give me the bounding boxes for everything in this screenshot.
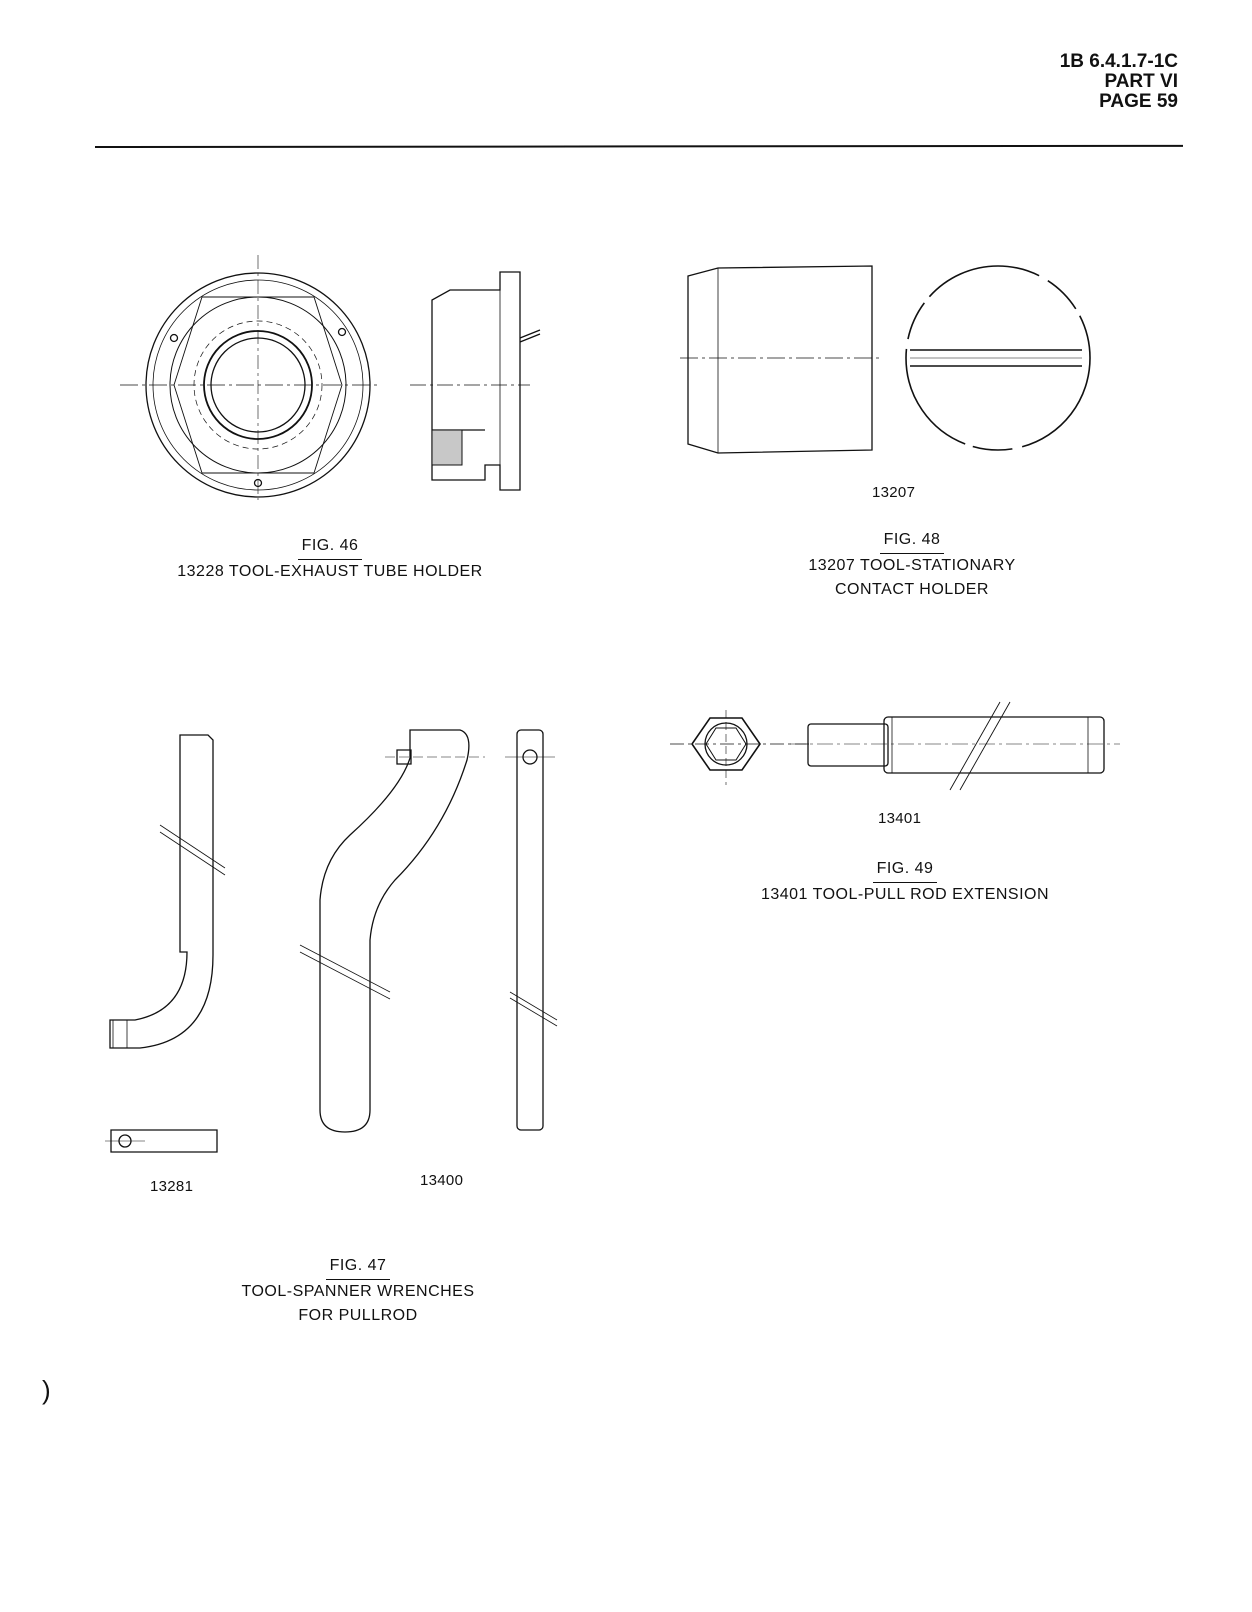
fig47-drawing bbox=[105, 720, 575, 1150]
fig49-label: FIG. 49 bbox=[873, 857, 938, 883]
fig49-drawing bbox=[670, 700, 1130, 790]
part-number: PART VI bbox=[1060, 72, 1178, 92]
fig48-label: FIG. 48 bbox=[880, 528, 945, 554]
fig48-title-line1: 13207 TOOL-STATIONARY bbox=[752, 554, 1072, 578]
page-header: 1B 6.4.1.7-1C PART VI PAGE 59 bbox=[1060, 52, 1178, 112]
fig48-part-number: 13207 bbox=[872, 484, 915, 501]
fig47-part-b: 13400 bbox=[420, 1172, 463, 1189]
fig48-caption: FIG. 48 13207 TOOL-STATIONARY CONTACT HO… bbox=[752, 528, 1072, 602]
fig46-caption: FIG. 46 13228 TOOL-EXHAUST TUBE HOLDER bbox=[150, 534, 510, 584]
margin-mark: ) bbox=[42, 1375, 51, 1406]
fig49-title: 13401 TOOL-PULL ROD EXTENSION bbox=[740, 883, 1070, 907]
header-rule bbox=[95, 145, 1183, 148]
fig47-part-a: 13281 bbox=[150, 1178, 193, 1195]
fig47-caption: FIG. 47 TOOL-SPANNER WRENCHES FOR PULLRO… bbox=[208, 1254, 508, 1328]
fig49-part-number: 13401 bbox=[878, 810, 921, 827]
fig47-label: FIG. 47 bbox=[326, 1254, 391, 1280]
fig49-caption: FIG. 49 13401 TOOL-PULL ROD EXTENSION bbox=[740, 857, 1070, 907]
page-number: PAGE 59 bbox=[1060, 92, 1178, 112]
fig46-title: 13228 TOOL-EXHAUST TUBE HOLDER bbox=[150, 560, 510, 584]
fig48-title-line2: CONTACT HOLDER bbox=[752, 578, 1072, 602]
fig46-drawing bbox=[110, 250, 550, 510]
fig47-title-line2: FOR PULLROD bbox=[208, 1304, 508, 1328]
fig47-title-line1: TOOL-SPANNER WRENCHES bbox=[208, 1280, 508, 1304]
doc-number: 1B 6.4.1.7-1C bbox=[1060, 52, 1178, 72]
fig46-label: FIG. 46 bbox=[298, 534, 363, 560]
fig48-drawing bbox=[680, 258, 1100, 458]
